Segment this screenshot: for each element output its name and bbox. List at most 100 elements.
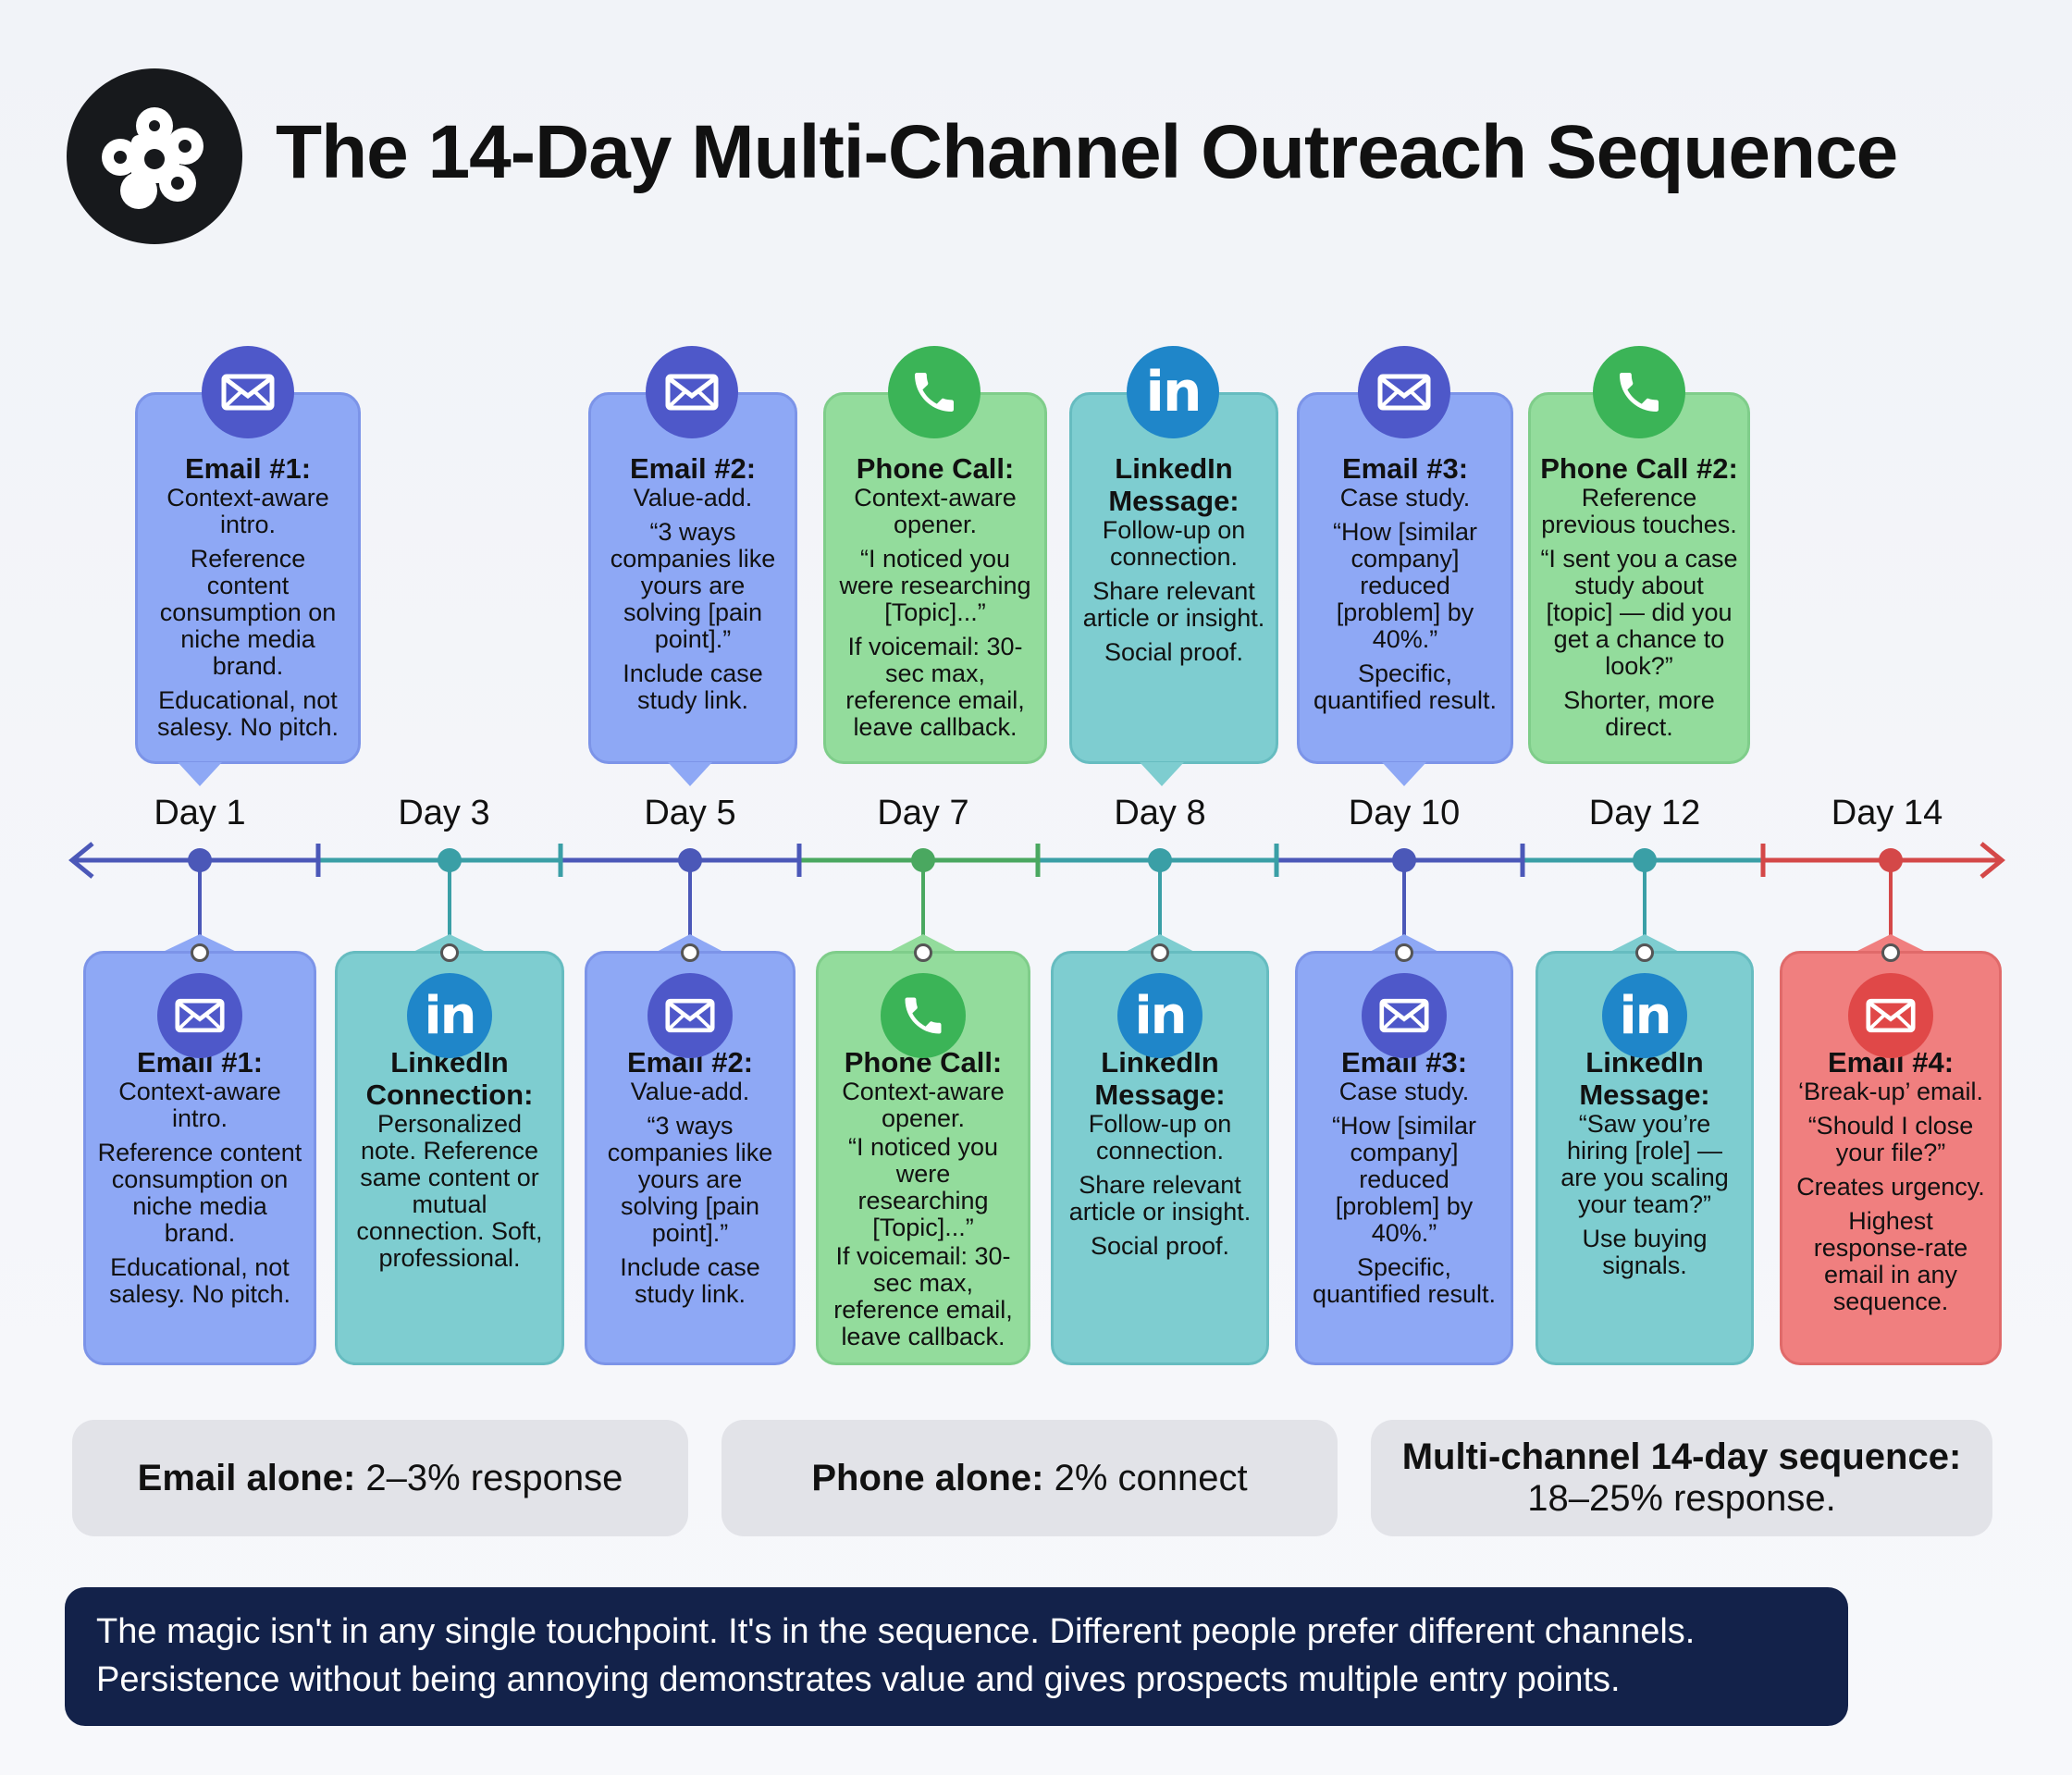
card-title: LinkedIn Message: xyxy=(1094,1046,1226,1111)
tag-hole xyxy=(1635,943,1654,962)
card-line: If voicemail: 30-sec max, reference emai… xyxy=(845,633,1025,741)
card-line: Share relevant article or insight. xyxy=(1082,577,1265,632)
card-line: Context-aware opener. xyxy=(854,484,1017,538)
linkedin-icon: in xyxy=(1117,973,1202,1058)
day-label: Day 10 xyxy=(1348,794,1461,832)
card-line: Educational, not salesy. No pitch. xyxy=(108,1253,291,1308)
top-card-email-3: Email #3: Case study. “How [similar comp… xyxy=(1297,392,1513,764)
card-line: Include case study link. xyxy=(620,1253,760,1308)
card-line: Value-add. xyxy=(630,1078,750,1105)
card-line: Value-add. xyxy=(633,484,753,512)
card-pointer xyxy=(668,762,712,786)
card-line: If voicemail: 30-sec max, reference emai… xyxy=(833,1242,1013,1350)
linkedin-icon: in xyxy=(1127,346,1219,438)
card-title: Phone Call #2: xyxy=(1540,452,1738,485)
card-line: “How [similar company] reduced [problem]… xyxy=(1331,1112,1476,1247)
stat-label: Phone alone: xyxy=(811,1457,1044,1498)
envelope-icon xyxy=(1358,346,1450,438)
bottom-card-phone-1: Phone Call: Context-aware opener. “I not… xyxy=(816,951,1030,1365)
stat-value: 2–3% response xyxy=(355,1457,623,1498)
card-line: “Saw you’re hiring [role] — are you scal… xyxy=(1560,1110,1729,1218)
phone-icon xyxy=(881,973,966,1058)
tag-hole xyxy=(914,943,932,962)
card-line: Specific, quantified result. xyxy=(1313,659,1498,714)
card-title: LinkedIn Message: xyxy=(1579,1046,1710,1111)
stat-multichannel: Multi-channel 14-day sequence: 18–25% re… xyxy=(1371,1420,1992,1536)
tag-hole xyxy=(1151,943,1169,962)
envelope-icon xyxy=(1362,973,1447,1058)
card-line: “3 ways companies like yours are solving… xyxy=(610,518,776,653)
card-pointer xyxy=(1140,762,1184,786)
card-line: ‘Break-up’ email. xyxy=(1797,1078,1984,1105)
card-pointer xyxy=(178,762,222,786)
phone-icon xyxy=(1593,346,1685,438)
stat-email-alone: Email alone: 2–3% response xyxy=(72,1420,688,1536)
envelope-icon xyxy=(202,346,294,438)
card-line: Share relevant article or insight. xyxy=(1068,1171,1252,1226)
card-line: Context-aware opener. xyxy=(842,1078,1005,1132)
envelope-icon xyxy=(157,973,242,1058)
phone-icon xyxy=(888,346,980,438)
envelope-icon xyxy=(646,346,738,438)
day-label: Day 8 xyxy=(1114,794,1206,832)
card-line: “3 ways companies like yours are solving… xyxy=(607,1112,773,1247)
summary-note: The magic isn't in any single touchpoint… xyxy=(65,1587,1848,1726)
card-title: Email #3: xyxy=(1341,452,1469,485)
card-line: Reference previous touches. xyxy=(1541,484,1737,538)
tag-hole xyxy=(681,943,699,962)
card-pointer xyxy=(1382,762,1426,786)
card-line: Highest response-rate email in any seque… xyxy=(1813,1207,1968,1315)
card-title: Email #2: xyxy=(629,452,757,485)
top-card-phone-2: Phone Call #2: Reference previous touche… xyxy=(1528,392,1750,764)
stat-label: Multi-channel 14-day sequence: xyxy=(1401,1436,1962,1477)
card-title: Phone Call: xyxy=(856,452,1015,485)
top-card-linkedin-1: LinkedIn Message: Follow-up on connectio… xyxy=(1069,392,1278,764)
tag-hole xyxy=(440,943,459,962)
card-line: Case study. xyxy=(1338,1078,1470,1105)
page-title: The 14-Day Multi-Channel Outreach Sequen… xyxy=(276,110,1898,194)
card-line: Creates urgency. xyxy=(1796,1173,1985,1201)
card-line: Specific, quantified result. xyxy=(1312,1253,1497,1308)
day-label: Day 14 xyxy=(1831,794,1943,832)
card-line: Reference content consumption on niche m… xyxy=(97,1139,302,1247)
stat-phone-alone: Phone alone: 2% connect xyxy=(722,1420,1338,1536)
stat-value: 18–25% response. xyxy=(1527,1478,1836,1519)
card-line: “I noticed you were researching [Topic].… xyxy=(839,545,1031,626)
linkedin-icon: in xyxy=(1602,973,1687,1058)
card-line: Educational, not salesy. No pitch. xyxy=(156,686,339,741)
note-line: The magic isn't in any single touchpoint… xyxy=(96,1612,1696,1651)
card-title: LinkedIn Connection: xyxy=(365,1046,534,1111)
stat-value: 2% connect xyxy=(1043,1457,1248,1498)
top-card-email-1: Email #1: Context-aware intro. Reference… xyxy=(135,392,361,764)
day-label: Day 5 xyxy=(644,794,736,832)
card-line: “How [similar company] reduced [problem]… xyxy=(1332,518,1477,653)
day-label: Day 7 xyxy=(877,794,969,832)
card-line: “I noticed you were researching [Topic].… xyxy=(847,1133,999,1241)
card-line: Context-aware intro. xyxy=(118,1078,281,1132)
card-line: Include case study link. xyxy=(623,659,763,714)
card-line: Shorter, more direct. xyxy=(1563,686,1715,741)
tag-hole xyxy=(191,943,209,962)
envelope-icon xyxy=(648,973,733,1058)
card-line: Reference content consumption on niche m… xyxy=(159,545,337,680)
card-line: Personalized note. Reference same conten… xyxy=(356,1110,543,1272)
day-label: Day 1 xyxy=(154,794,246,832)
card-line: Social proof. xyxy=(1090,1232,1230,1260)
card-line: Follow-up on connection. xyxy=(1088,1110,1232,1165)
brand-logo xyxy=(67,68,242,244)
tag-hole xyxy=(1395,943,1413,962)
card-line: Follow-up on connection. xyxy=(1102,516,1246,571)
linkedin-icon: in xyxy=(407,973,492,1058)
tag-hole xyxy=(1881,943,1900,962)
envelope-icon xyxy=(1848,973,1933,1058)
card-title: LinkedIn Message: xyxy=(1108,452,1240,517)
card-line: Case study. xyxy=(1339,484,1471,512)
card-line: Social proof. xyxy=(1104,638,1244,666)
stat-label: Email alone: xyxy=(137,1457,356,1498)
bottom-card-linkedin-message-2: LinkedIn Message: “Saw you’re hiring [ro… xyxy=(1536,951,1754,1365)
top-card-phone-1: Phone Call: Context-aware opener. “I not… xyxy=(823,392,1047,764)
top-card-email-2: Email #2: Value-add. “3 ways companies l… xyxy=(588,392,797,764)
card-line: Context-aware intro. xyxy=(166,484,329,538)
day-label: Day 3 xyxy=(398,794,490,832)
card-line: Use buying signals. xyxy=(1582,1225,1708,1279)
